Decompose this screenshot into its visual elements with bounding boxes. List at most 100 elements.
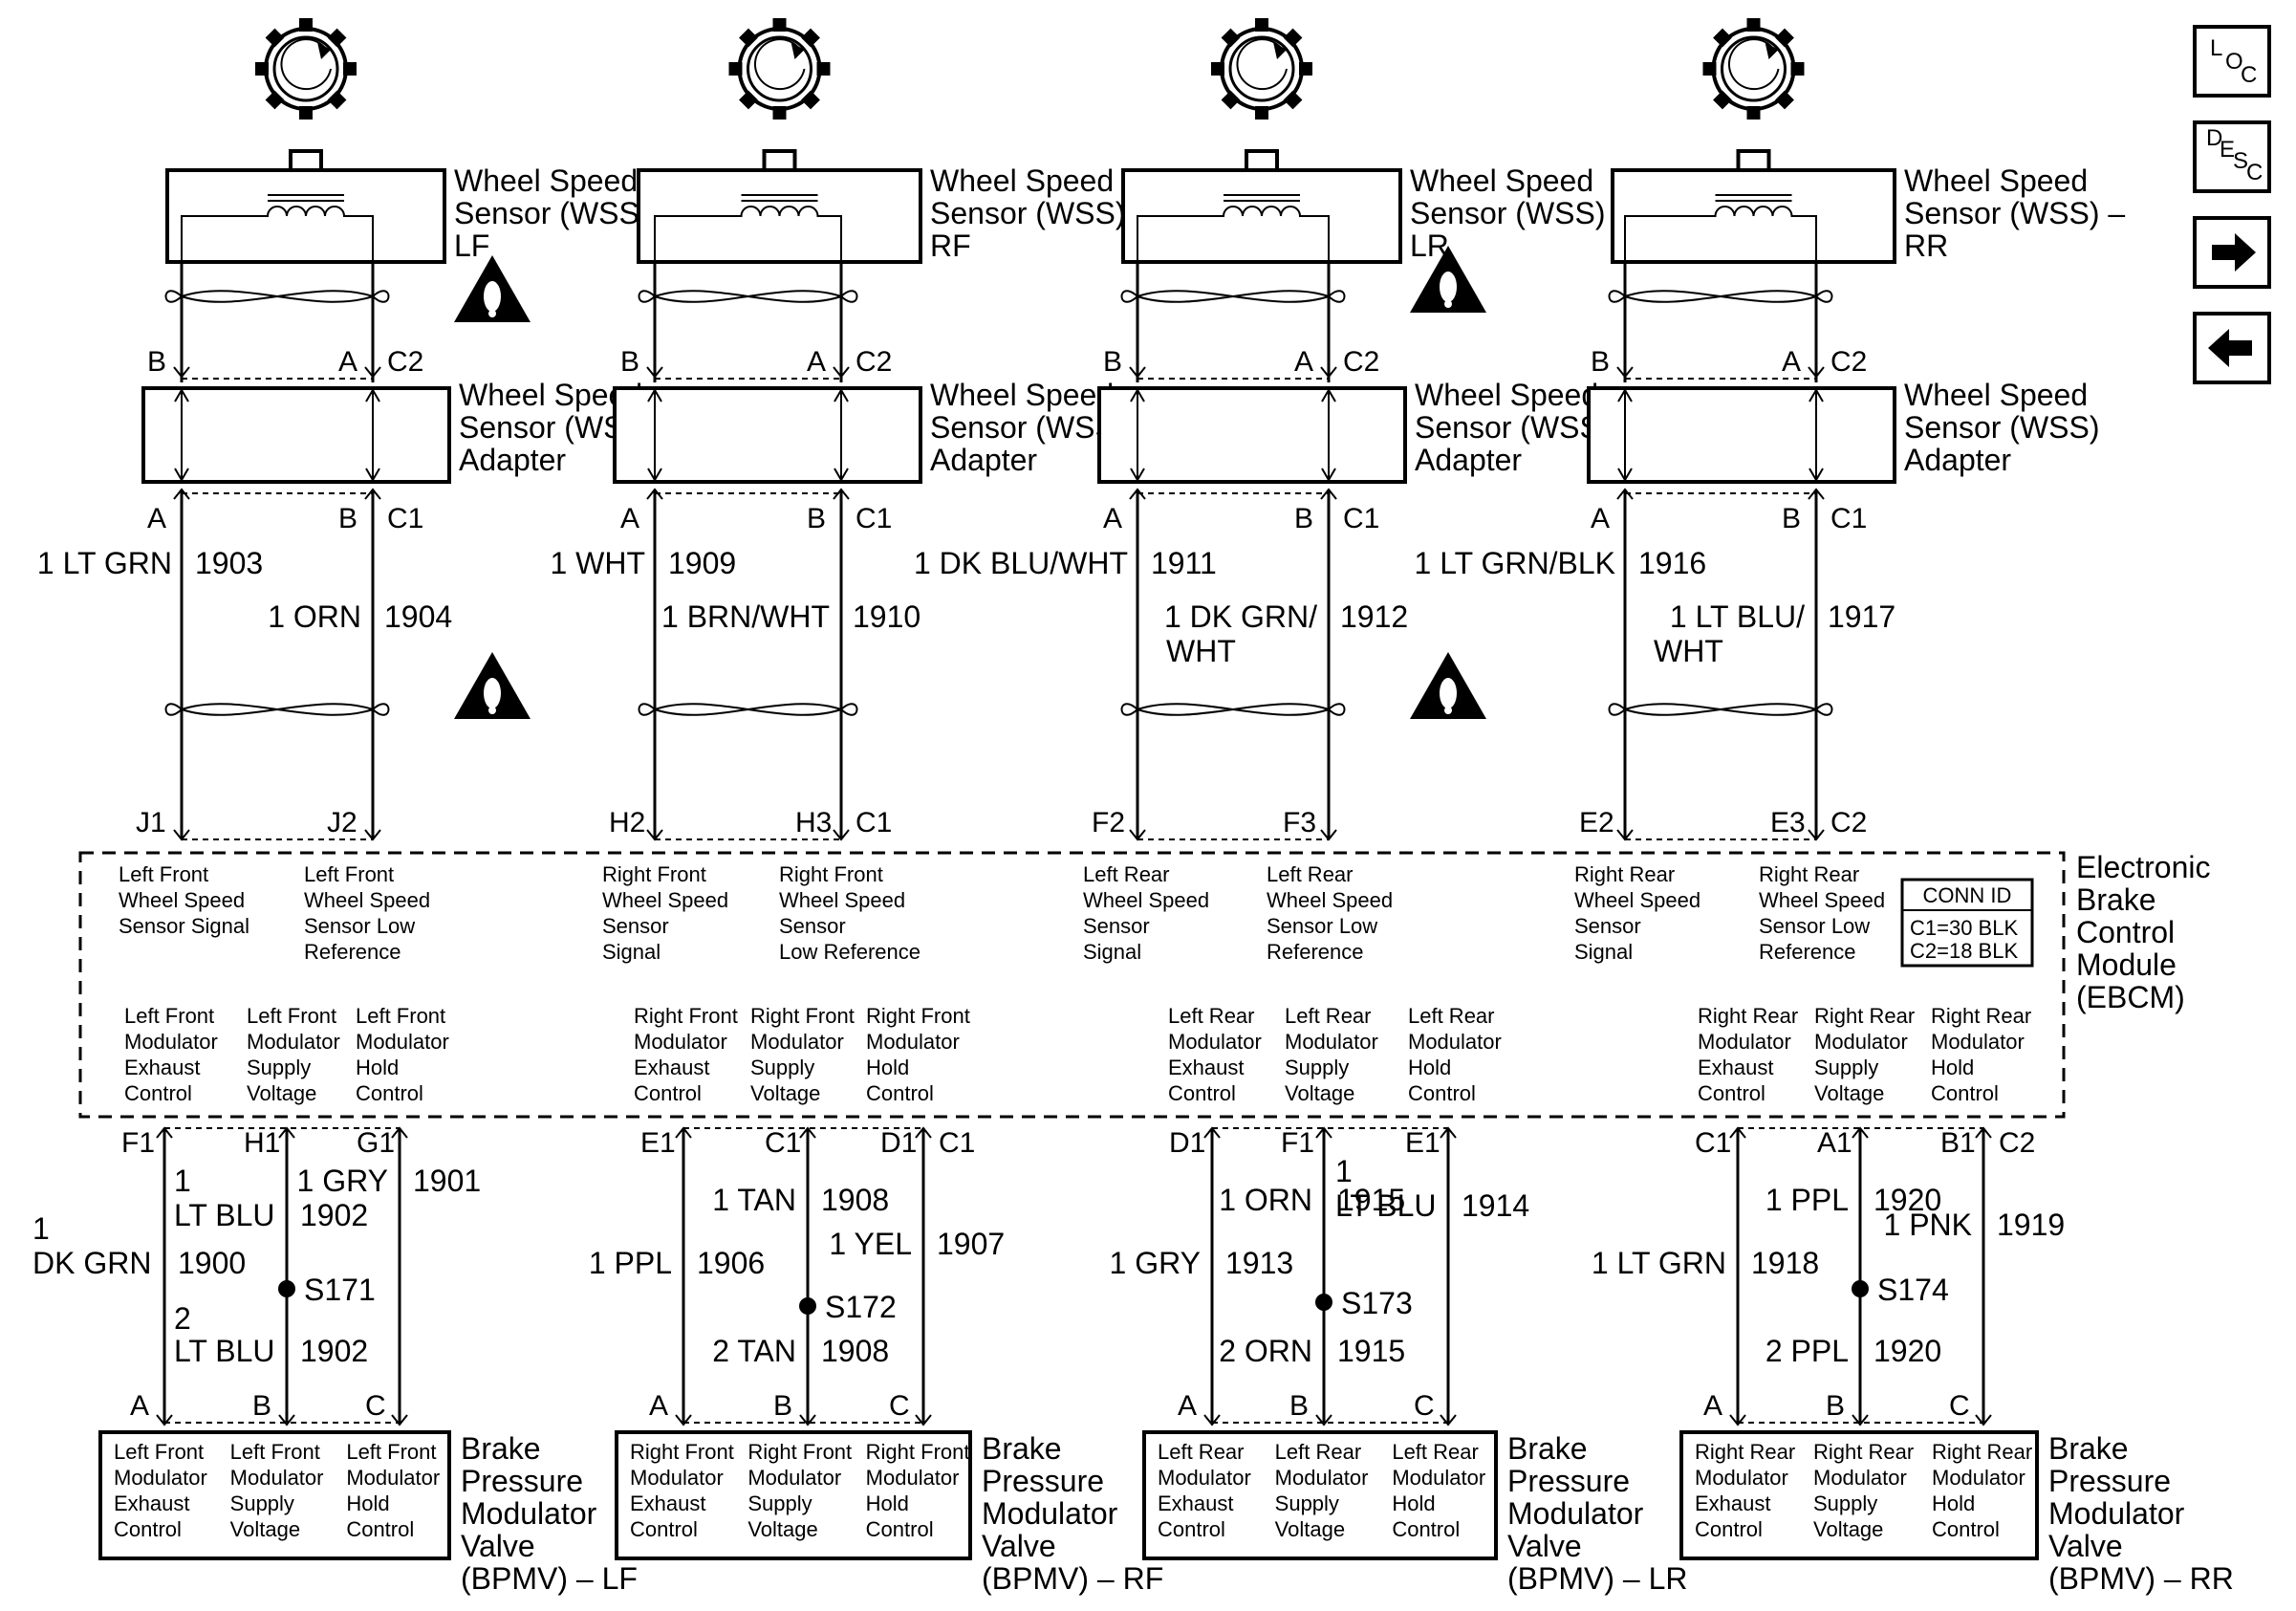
connector-label: C1	[1830, 503, 1867, 534]
loc-button[interactable]: LOC	[2193, 25, 2271, 98]
bpmv-cell-label: Control	[1392, 1517, 1460, 1541]
twisted-pair-icon	[1120, 703, 1346, 716]
caution-icon[interactable]	[1410, 652, 1486, 719]
ebcm-output-label: Modulator	[750, 1030, 844, 1054]
adapter-name: Adapter	[459, 443, 566, 477]
ebcm-output-label: Hold	[1408, 1056, 1451, 1079]
ebcm-output-label: Voltage	[1814, 1081, 1884, 1105]
wire-color-label: 1 PPL	[1765, 1183, 1849, 1217]
pin-label: A	[620, 503, 639, 534]
connector-label: C1	[1343, 503, 1379, 534]
bpmv-pin-label: B	[1826, 1390, 1845, 1422]
wss-name: RR	[1904, 229, 1948, 263]
bpmv-pin-label: A	[649, 1390, 668, 1422]
ebcm-pin-label: B1	[1940, 1127, 1976, 1159]
bpmv-pin-label: B	[1289, 1390, 1309, 1422]
connector-label: C2	[1999, 1127, 2035, 1159]
ebcm-output-label: Modulator	[356, 1030, 449, 1054]
next-button[interactable]	[2193, 216, 2271, 289]
circuit-number: 1920	[1874, 1334, 1941, 1368]
ebcm-output-label: Hold	[1931, 1056, 1974, 1079]
conn-id-c2: C2=18 BLK	[1910, 939, 2018, 963]
ebcm-input-label: Low Reference	[779, 940, 921, 964]
ebcm-name: Brake	[2076, 882, 2156, 917]
circuit-number: 1915	[1337, 1334, 1405, 1368]
adapter-box	[141, 386, 451, 484]
circuit-number: 1918	[1751, 1246, 1819, 1280]
ebcm-output-label: Modulator	[866, 1030, 960, 1054]
caution-icon[interactable]	[454, 652, 531, 719]
wire-color-label: WHT	[1654, 634, 1723, 668]
bpmv-cell-label: Left Rear	[1275, 1440, 1362, 1464]
ebcm-input-label: Wheel Speed	[779, 888, 905, 912]
circuit-number: 1915	[1337, 1183, 1405, 1217]
splice-label: S171	[304, 1273, 376, 1307]
ebcm-output-label: Modulator	[1285, 1030, 1378, 1054]
splice-label: S173	[1341, 1286, 1413, 1320]
bpmv-cell-label: Modulator	[230, 1466, 324, 1490]
pin-label: A	[1782, 346, 1801, 378]
wire-color-label: 1 DK GRN/	[1164, 599, 1317, 634]
conn-id-title: CONN ID	[1923, 883, 2012, 907]
bpmv-cell-label: Modulator	[114, 1466, 207, 1490]
circuit-number: 1916	[1638, 546, 1706, 580]
ebcm-output-label: Supply	[1285, 1056, 1349, 1079]
wire-color-label: 1 WHT	[550, 546, 645, 580]
ebcm-input-label: Wheel Speed	[1083, 888, 1209, 912]
tone-wheel-icon	[255, 18, 357, 172]
caution-icon[interactable]	[1410, 246, 1486, 313]
ebcm-pin-label: H1	[244, 1127, 280, 1159]
bpmv-cell-label: Exhaust	[1695, 1491, 1771, 1515]
pin-label: A	[147, 503, 166, 534]
ebcm-input-label: Wheel Speed	[1574, 888, 1700, 912]
bpmv-cell-label: Control	[630, 1517, 698, 1541]
adapter-name: Wheel Speed	[459, 378, 642, 412]
twisted-pair-icon	[1608, 703, 1833, 716]
wire-color-label: 1 TAN	[712, 1183, 796, 1217]
splice-icon	[1315, 1294, 1332, 1311]
bpmv-pin-label: B	[773, 1390, 792, 1422]
wss-name: Wheel Speed	[1904, 163, 2088, 198]
coil-icon	[654, 194, 842, 262]
prev-button[interactable]	[2193, 312, 2271, 384]
splice-label: S172	[825, 1290, 897, 1324]
ebcm-output-label: Modulator	[124, 1030, 218, 1054]
circuit-number: 1909	[668, 546, 736, 580]
ebcm-output-label: Control	[1698, 1081, 1765, 1105]
bpmv-cell-label: Modulator	[1158, 1466, 1251, 1490]
bpmv-name: (BPMV) – LF	[461, 1561, 638, 1596]
splice-label: S174	[1877, 1273, 1949, 1307]
conn-id-c1: C1=30 BLK	[1910, 916, 2018, 940]
ebcm-pin-label: C1	[1695, 1127, 1731, 1159]
ebcm-output-label: Right Rear	[1814, 1004, 1915, 1028]
bpmv-cell-label: Modulator	[747, 1466, 841, 1490]
bpmv-name: Pressure	[2048, 1464, 2171, 1498]
twisted-pair-icon	[1608, 290, 1833, 303]
bpmv-cell-label: Control	[1932, 1517, 2000, 1541]
circuit-number: 1900	[178, 1246, 246, 1280]
loc-letter: O	[2225, 49, 2243, 75]
wire-color-label: 1 DK BLU/WHT	[914, 546, 1128, 580]
connector-label: C1	[856, 503, 892, 534]
ebcm-input-label: Reference	[1267, 940, 1364, 964]
bpmv-name: Brake	[2048, 1431, 2129, 1466]
wss-name: Wheel Speed	[454, 163, 638, 198]
caution-icon[interactable]	[454, 255, 531, 322]
ebcm-output-label: Left Front	[356, 1004, 445, 1028]
adapter-name: Adapter	[1415, 443, 1522, 477]
wss-name: Sensor (WSS) –	[1410, 196, 1631, 230]
ebcm-module-box	[78, 851, 2066, 1119]
bpmv-box	[1679, 1430, 2039, 1560]
ebcm-pin-label: F2	[1092, 807, 1125, 838]
loc-letter: L	[2210, 35, 2222, 61]
wire-color-label: LT BLU	[174, 1198, 275, 1232]
wire-color-label: 1 LT GRN	[1592, 1246, 1726, 1280]
pin-label: A	[1103, 503, 1122, 534]
ebcm-pin-label: F3	[1283, 807, 1316, 838]
